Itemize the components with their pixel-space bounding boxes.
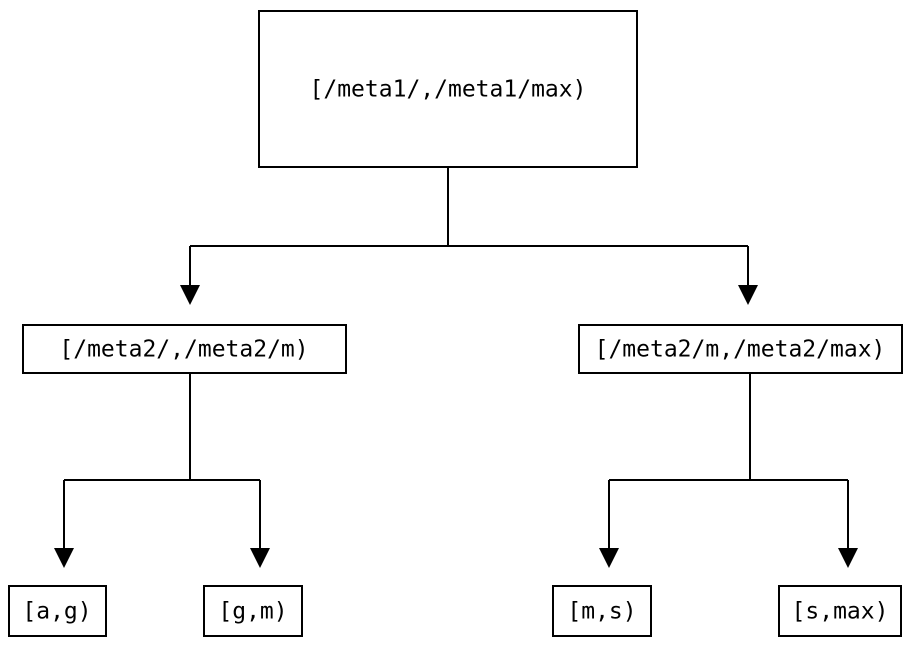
node-box[interactable] — [22, 324, 347, 374]
edge-mid_left-to-leaf_ag — [54, 374, 191, 568]
node-label: [a,g) — [22, 599, 91, 625]
node-layer: [/meta1/,/meta1/max) [/meta2/,/meta2/m) [/… — [8, 10, 903, 637]
edge-layer — [54, 168, 858, 568]
node-box[interactable] — [578, 324, 903, 374]
arrowhead-icon — [838, 548, 858, 568]
edge-mid_left-to-leaf_gm — [189, 374, 270, 568]
edge-mid_right-to-leaf_smax — [749, 374, 858, 568]
arrowhead-icon — [599, 548, 619, 568]
node-box[interactable] — [258, 10, 638, 168]
node-label: [/meta2/,/meta2/m) — [59, 337, 308, 363]
node-mid-right[interactable]: [/meta2/m,/meta2/max) — [578, 324, 903, 374]
node-box[interactable] — [778, 585, 902, 637]
node-leaf-gm[interactable]: [g,m) — [203, 585, 303, 637]
node-box[interactable] — [552, 585, 652, 637]
node-leaf-ms[interactable]: [m,s) — [552, 585, 652, 637]
arrowhead-icon — [180, 285, 200, 305]
edge-root-to-mid_right — [447, 168, 758, 305]
node-label: [/meta1/,/meta1/max) — [310, 77, 587, 103]
node-label: [/meta2/m,/meta2/max) — [595, 337, 886, 363]
arrowhead-icon — [250, 548, 270, 568]
arrowhead-icon — [54, 548, 74, 568]
node-label: [g,m) — [218, 599, 287, 625]
node-label: [s,max) — [792, 599, 889, 625]
node-leaf-smax[interactable]: [s,max) — [778, 585, 902, 637]
edge-root-to-mid_left — [180, 168, 449, 305]
node-mid-left[interactable]: [/meta2/,/meta2/m) — [22, 324, 347, 374]
node-box[interactable] — [8, 585, 107, 637]
edge-mid_right-to-leaf_ms — [599, 374, 751, 568]
node-box[interactable] — [203, 585, 303, 637]
node-root[interactable]: [/meta1/,/meta1/max) — [258, 10, 638, 168]
node-label: [m,s) — [567, 599, 636, 625]
node-leaf-ag[interactable]: [a,g) — [8, 585, 107, 637]
arrowhead-icon — [738, 285, 758, 305]
